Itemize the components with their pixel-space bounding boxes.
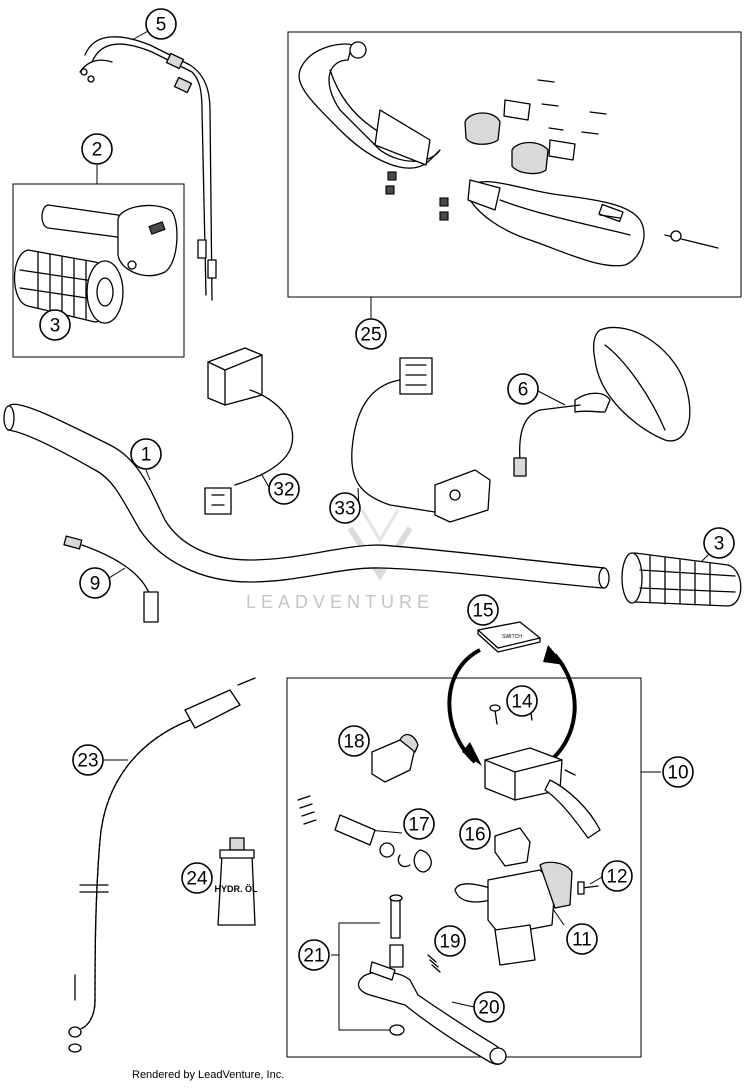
leader-20 (451, 1001, 475, 1008)
hydraulic-oil-bottle-label: HYDR. ÖL (214, 884, 258, 894)
callout-9-label: 9 (90, 574, 101, 595)
throttle-tube-2 (41, 204, 178, 277)
brake-line-23 (68, 677, 256, 1053)
callout-23-label: 23 (77, 751, 98, 772)
leadventure-watermark-logo (347, 509, 413, 581)
callout-32-label: 32 (273, 480, 294, 501)
bolt-12 (577, 881, 599, 895)
callout-5-label: 5 (156, 15, 167, 36)
handguard-clamps-25 (464, 99, 576, 175)
callout-23[interactable]: 23 (72, 744, 104, 776)
leader-5 (131, 29, 151, 41)
callout-3-left[interactable]: 3 (39, 309, 71, 341)
callout-33[interactable]: 33 (329, 492, 361, 524)
callout-3-right-label: 3 (714, 534, 725, 555)
callout-24-label: 24 (186, 869, 208, 890)
reservoir-lid-marking: SWITCH (502, 634, 522, 640)
leader-21-bracket (338, 922, 393, 1031)
box-handguard-assembly (287, 31, 742, 298)
hydraulic-oil-bottle-24 (217, 837, 256, 926)
throttle-cable-5 (79, 36, 217, 301)
leader-12 (589, 876, 603, 885)
callout-32[interactable]: 32 (268, 473, 300, 505)
cap-16 (494, 827, 531, 867)
handguard-right-25 (467, 179, 645, 267)
callout-10-label: 10 (667, 763, 688, 784)
callout-2[interactable]: 2 (81, 133, 113, 165)
callout-11-label: 11 (572, 930, 592, 951)
switch-right-33 (351, 357, 491, 523)
callout-6-label: 6 (518, 380, 529, 401)
callout-5[interactable]: 5 (145, 8, 177, 40)
callout-33-label: 33 (334, 499, 355, 520)
cable-9 (63, 535, 159, 623)
callout-1[interactable]: 1 (130, 438, 162, 470)
callout-16-label: 16 (464, 825, 485, 846)
callout-15[interactable]: 15 (467, 594, 499, 626)
reservoir-lid-15 (477, 621, 541, 653)
switch-left-32 (204, 347, 294, 515)
callout-12-label: 12 (606, 867, 627, 888)
callout-20[interactable]: 20 (473, 991, 505, 1023)
handguard-left-25 (298, 41, 441, 169)
box-grip-assembly (12, 183, 185, 358)
brake-lever-20 (357, 961, 507, 1065)
callout-19-label: 19 (439, 932, 460, 953)
piston-spring-17 (297, 795, 432, 873)
callout-2-label: 2 (92, 140, 103, 161)
callout-15-label: 15 (472, 601, 493, 622)
box-brake-master-cylinder (286, 677, 642, 1058)
handguard-bolts-25 (385, 79, 719, 249)
mirror-6 (513, 326, 691, 477)
leader-6 (537, 390, 566, 406)
handlebar-1 (3, 403, 610, 589)
handlebar-grip-right-3 (621, 552, 742, 607)
leader-1 (145, 469, 151, 481)
callout-25-label: 25 (360, 325, 381, 346)
assembly-arrows (447, 645, 577, 767)
callout-17-label: 17 (408, 815, 429, 836)
callout-19[interactable]: 19 (434, 925, 466, 957)
callout-17[interactable]: 17 (403, 808, 435, 840)
lever-holder-11 (454, 861, 573, 966)
footer-credit: Rendered by LeadVenture, Inc. (132, 1069, 285, 1081)
pivot-bolt-21 (389, 894, 405, 1036)
handlebar-grip-left-3 (13, 249, 124, 324)
master-cylinder-10 (484, 747, 601, 839)
callout-12[interactable]: 12 (601, 860, 633, 892)
callout-3-right[interactable]: 3 (703, 527, 735, 559)
callout-21[interactable]: 21 (298, 939, 330, 971)
watermark-text: LEADVENTURE (246, 592, 435, 612)
spring-19 (427, 954, 441, 973)
callout-25[interactable]: 25 (355, 318, 387, 350)
callout-20-label: 20 (478, 998, 499, 1019)
callout-11[interactable]: 11 (566, 923, 598, 955)
callout-21-label: 21 (303, 946, 324, 967)
callout-6[interactable]: 6 (507, 373, 539, 405)
callout-1-label: 1 (141, 445, 152, 466)
callout-18[interactable]: 18 (338, 725, 370, 757)
callout-18-label: 18 (343, 732, 364, 753)
callout-14[interactable]: 14 (506, 685, 538, 717)
callout-9[interactable]: 9 (79, 567, 111, 599)
leader-9 (108, 567, 126, 579)
callout-10[interactable]: 10 (662, 756, 694, 788)
callout-24[interactable]: 24 (181, 862, 213, 894)
clamp-18 (371, 733, 419, 783)
callout-3-left-label: 3 (50, 316, 61, 337)
callout-14-label: 14 (511, 692, 533, 713)
callout-16[interactable]: 16 (459, 818, 491, 850)
leader-11 (552, 908, 565, 926)
